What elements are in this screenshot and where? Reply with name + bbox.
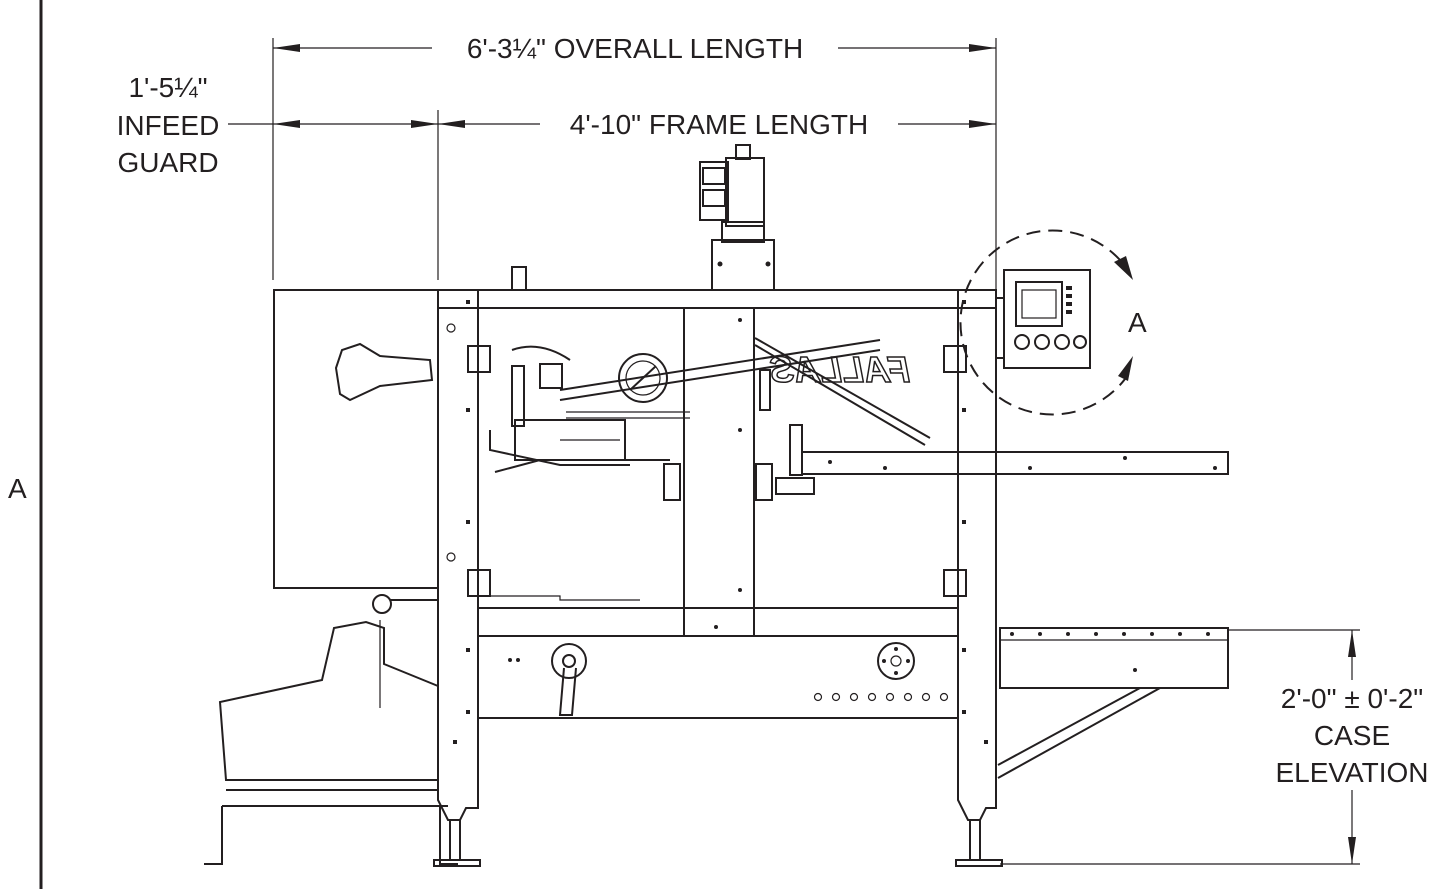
case-elevation-line1: CASE xyxy=(1314,720,1390,751)
infeed-flap-arm xyxy=(334,342,434,402)
overall-length-dimension: 6'-3¼" OVERALL LENGTH xyxy=(272,33,997,300)
case-sealer-machine: FALLAS xyxy=(204,144,1229,867)
svg-text:FALLAS: FALLAS xyxy=(770,349,910,390)
infeed-guard-line2: GUARD xyxy=(117,147,218,178)
height-crank xyxy=(551,643,587,716)
infeed-guard-value: 1'-5¼" xyxy=(128,72,207,103)
case-elevation-line2: ELEVATION xyxy=(1275,757,1428,788)
frame-length-dimension: 4'-10" FRAME LENGTH xyxy=(437,109,996,280)
discharge-conveyor xyxy=(999,627,1229,689)
brand-logo: FALLAS xyxy=(769,348,911,391)
frame-length-label: 4'-10" FRAME LENGTH xyxy=(570,109,868,140)
left-upright xyxy=(437,289,479,821)
drive-flange xyxy=(877,642,915,680)
lower-bed xyxy=(477,635,959,719)
lower-rail xyxy=(477,607,959,637)
case-elevation-dimension: 2'-0" ± 0'-2" CASE ELEVATION xyxy=(1000,629,1429,865)
section-marker-label: A xyxy=(8,473,27,504)
infeed-guard-line1: INFEED xyxy=(117,110,220,141)
top-motor-assembly xyxy=(511,144,775,291)
detail-a-callout: A xyxy=(959,229,1147,416)
overall-length-label: 6'-3¼" OVERALL LENGTH xyxy=(467,33,803,64)
control-box xyxy=(995,269,1091,369)
detail-callout-label: A xyxy=(1128,307,1147,338)
top-frame-rail xyxy=(437,289,997,309)
flap-wheel xyxy=(618,353,668,403)
discharge-rail xyxy=(801,451,1229,475)
infeed-conveyor xyxy=(204,594,458,865)
case-elevation-value: 2'-0" ± 0'-2" xyxy=(1281,683,1423,714)
upper-tape-head xyxy=(489,345,670,473)
right-upright xyxy=(957,289,997,821)
infeed-guard-dimension: 1'-5¼" INFEED GUARD xyxy=(117,72,438,178)
infeed-guard-panel xyxy=(273,289,439,589)
center-column xyxy=(683,307,755,637)
leveling-feet xyxy=(433,819,1003,867)
